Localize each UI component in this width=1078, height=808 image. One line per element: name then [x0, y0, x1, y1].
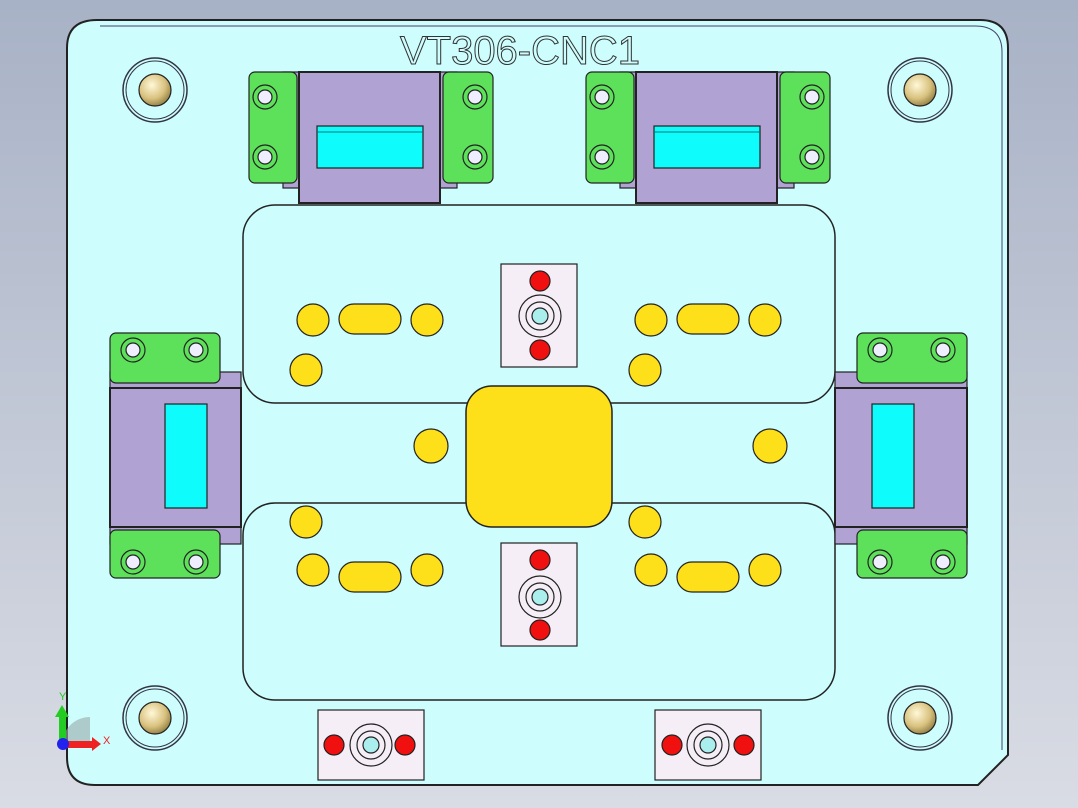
screw-hole [188, 554, 204, 570]
screw-hole [804, 149, 820, 165]
locating-pin [529, 270, 551, 292]
clamp-window [316, 125, 424, 169]
screw-hole [257, 89, 273, 105]
side-clamp [109, 332, 242, 579]
locating-pin [661, 734, 683, 756]
support-pin [628, 505, 662, 539]
screw-hole [257, 149, 273, 165]
support-pin [752, 428, 788, 464]
support-pin [748, 303, 782, 337]
support-pin [628, 353, 662, 387]
screw-hole [872, 554, 888, 570]
screw-hole [125, 342, 141, 358]
screw-hole [594, 89, 610, 105]
locating-pin [529, 549, 551, 571]
support-slot [676, 561, 740, 593]
locator-block [654, 709, 762, 781]
screw-hole [935, 342, 951, 358]
z-axis-dot [57, 738, 69, 750]
support-pin [634, 553, 668, 587]
support-slot [338, 303, 402, 335]
support-pin [410, 303, 444, 337]
screw-hole [125, 554, 141, 570]
support-slot [676, 303, 740, 335]
screw-hole [935, 554, 951, 570]
x-axis-arrow [64, 741, 92, 748]
support-pin [410, 553, 444, 587]
support-pin [296, 553, 330, 587]
clamp-window [164, 403, 208, 509]
screw-hole [467, 89, 483, 105]
x-axis-label: X [103, 735, 111, 747]
locator-block [317, 709, 425, 781]
screw-hole [188, 342, 204, 358]
locator-block [500, 542, 578, 647]
bushing [122, 685, 188, 751]
bushing [887, 57, 953, 123]
support-slot [338, 561, 402, 593]
clamp-window [871, 403, 915, 509]
brass-insert [903, 73, 937, 107]
support-pin [413, 428, 449, 464]
locating-pin [323, 734, 345, 756]
screw-hole [804, 89, 820, 105]
part-label: VT306-CNC1 [400, 29, 640, 73]
screw-hole [594, 149, 610, 165]
brass-insert [138, 73, 172, 107]
locator-block [500, 263, 578, 368]
top-clamp [585, 71, 831, 204]
brass-insert [138, 701, 172, 735]
locating-pin [733, 734, 755, 756]
locating-pin [529, 339, 551, 361]
locating-pin [394, 734, 416, 756]
support-pin [296, 303, 330, 337]
brass-insert [903, 701, 937, 735]
bushing [122, 57, 188, 123]
center-bore [531, 307, 549, 325]
y-axis-arrow [59, 715, 66, 743]
y-axis-label: Y [59, 691, 67, 703]
side-clamp [834, 332, 968, 579]
center-bore [362, 736, 380, 754]
clamp-window [653, 125, 761, 169]
center-support-pad [465, 385, 613, 528]
top-clamp [248, 71, 494, 204]
corner-bushings [122, 57, 953, 751]
support-pin [748, 553, 782, 587]
center-bore [531, 588, 549, 606]
screw-hole [467, 149, 483, 165]
bushing [887, 685, 953, 751]
locating-pin [529, 619, 551, 641]
center-bore [699, 736, 717, 754]
support-pin [289, 505, 323, 539]
support-pin [634, 303, 668, 337]
axis-triad: Y X [55, 691, 111, 751]
screw-hole [872, 342, 888, 358]
support-pin [289, 353, 323, 387]
